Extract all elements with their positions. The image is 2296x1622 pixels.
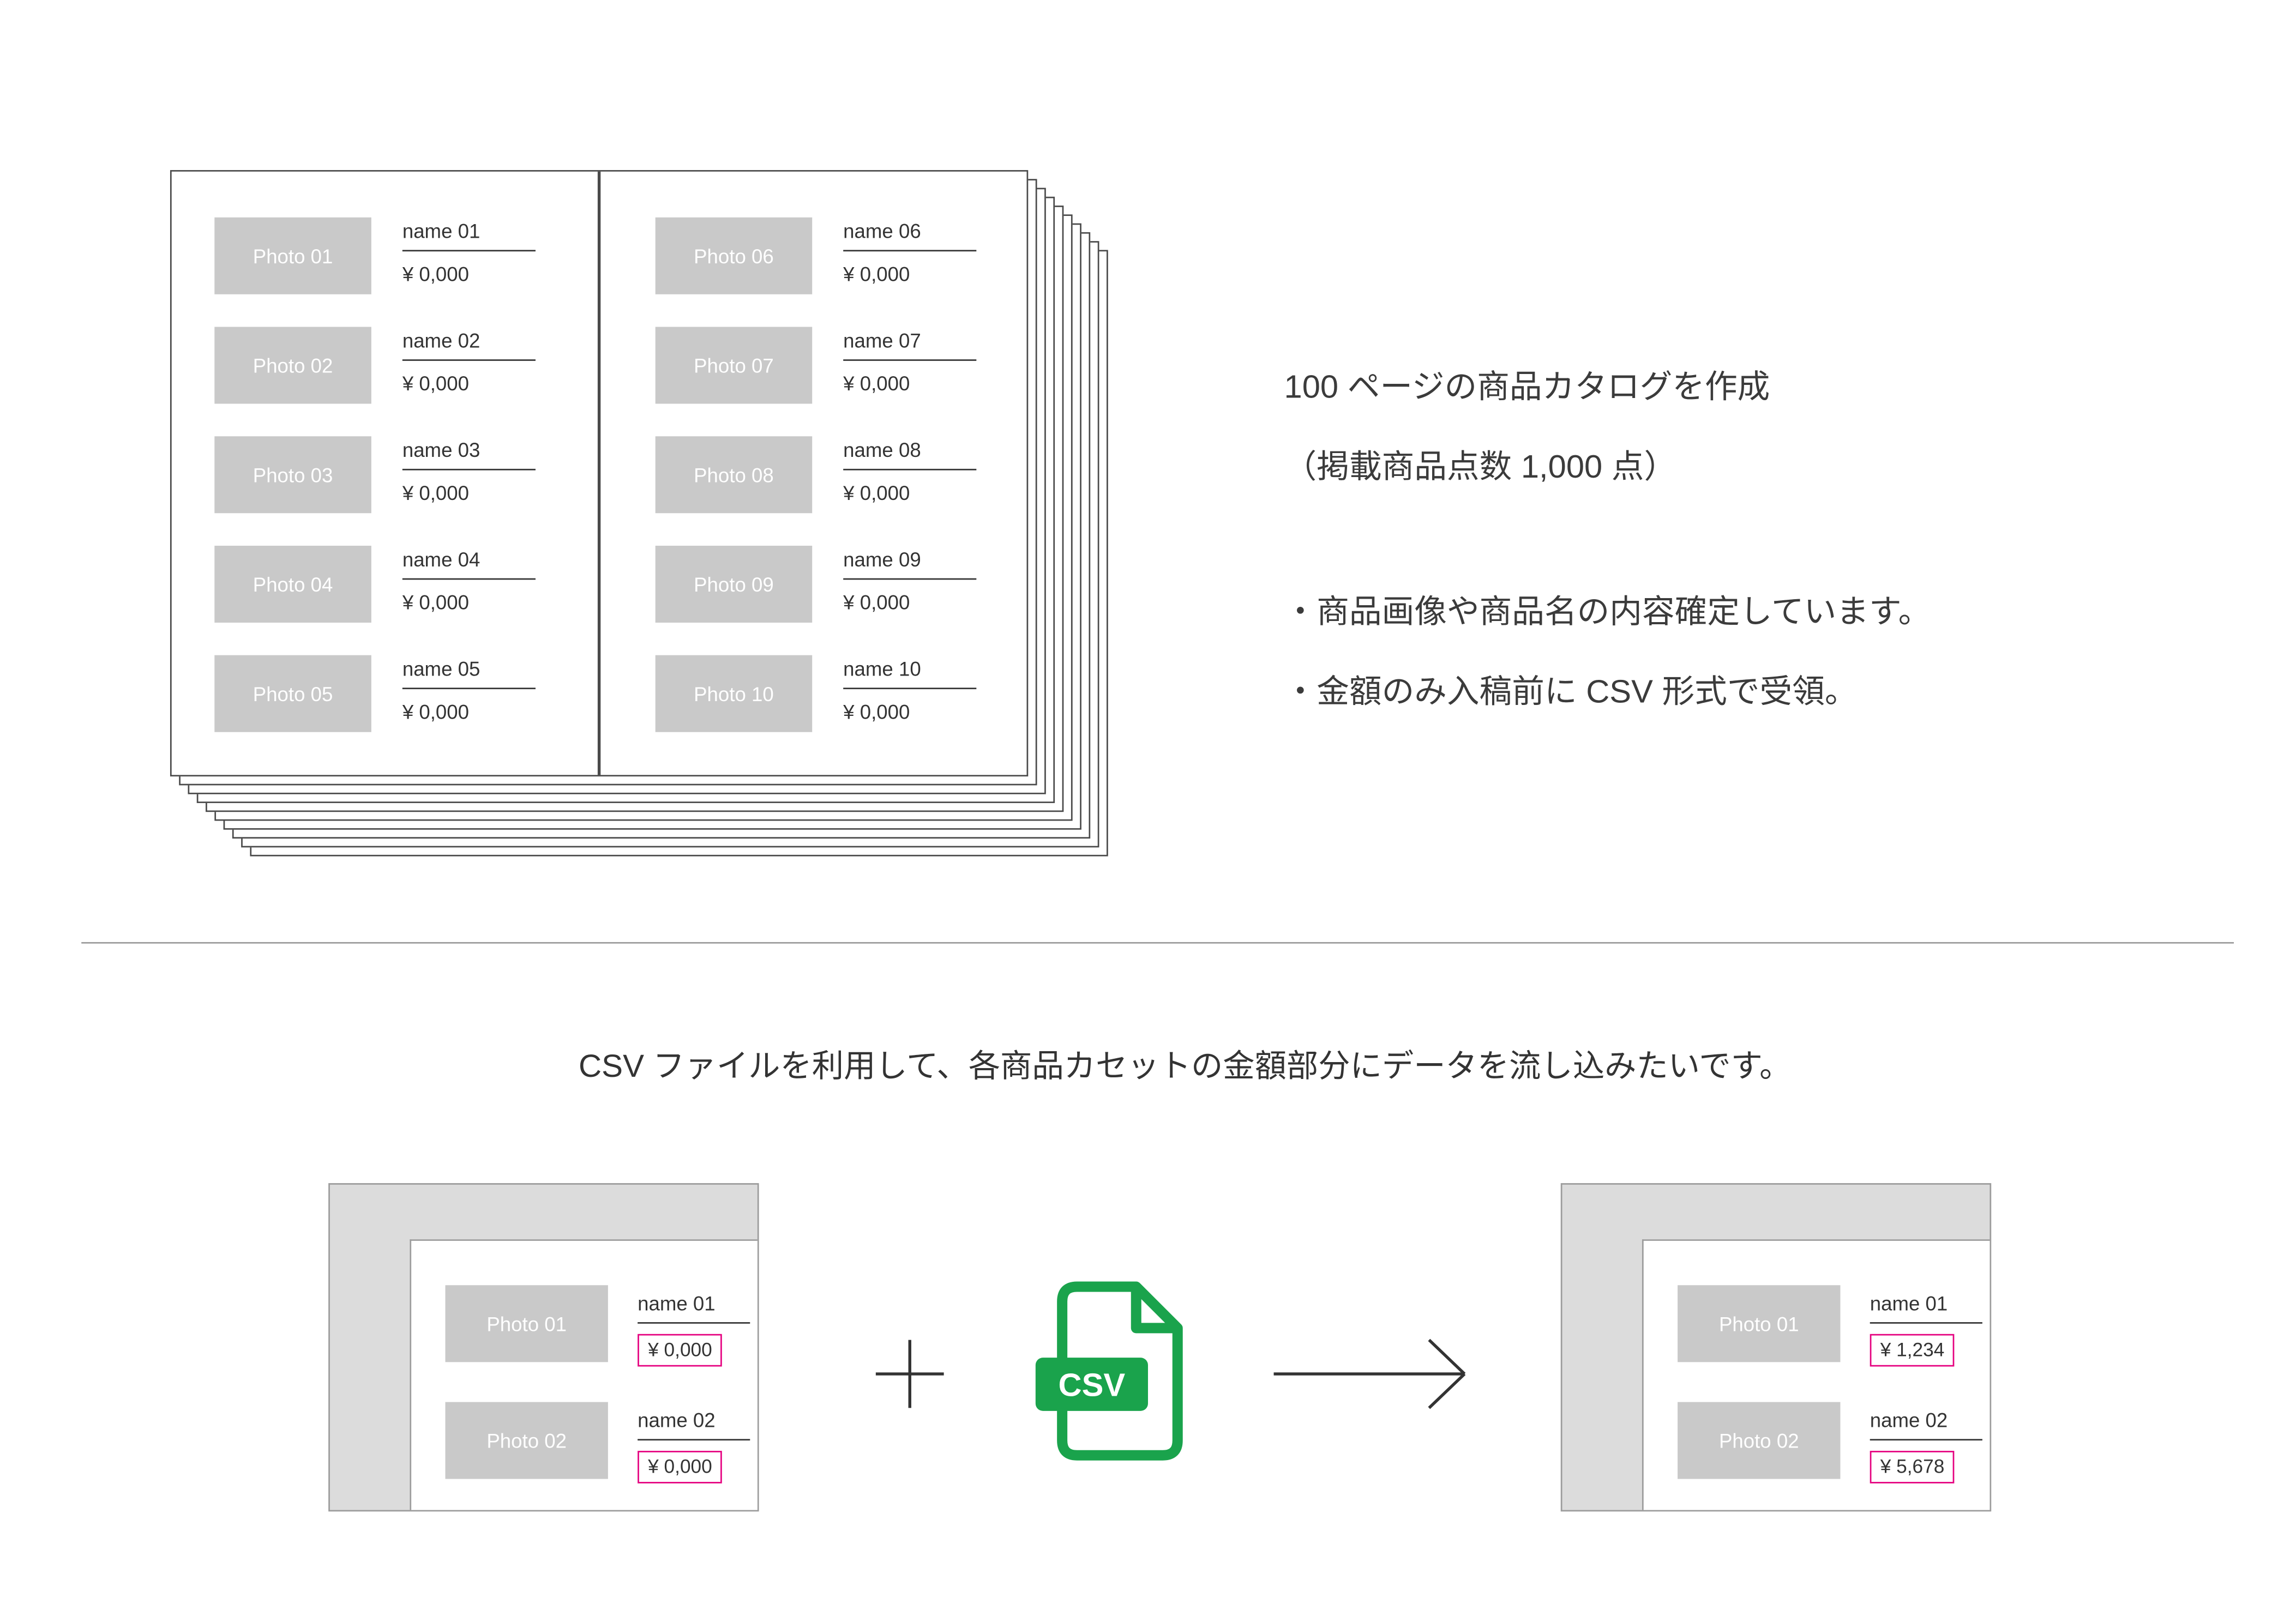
after-card: Photo 01 name 01 ¥ 1,234 Photo 02 name 0… [1560, 1183, 1992, 1512]
product-name: name 04 [402, 548, 536, 580]
photo-placeholder: Photo 02 [445, 1402, 608, 1479]
photo-placeholder: Photo 10 [655, 655, 813, 732]
product-entry: Photo 06 name 06 ¥ 0,000 [655, 217, 977, 294]
before-card: Photo 01 name 01 ¥ 0,000 Photo 02 name 0… [328, 1183, 759, 1512]
product-price: ¥ 0,000 [843, 263, 910, 286]
product-entry: Photo 07 name 07 ¥ 0,000 [655, 327, 977, 404]
photo-placeholder: Photo 09 [655, 545, 813, 623]
photo-placeholder: Photo 02 [214, 327, 371, 404]
product-name: name 01 [1870, 1293, 1982, 1324]
photo-placeholder: Photo 01 [1678, 1285, 1841, 1362]
catalog-front-page: Photo 01 name 01 ¥ 0,000 Photo 02 name 0… [170, 170, 1029, 777]
catalog-left-column: Photo 01 name 01 ¥ 0,000 Photo 02 name 0… [214, 217, 536, 732]
note-title: 100 ページの商品カタログを作成 [1284, 368, 1770, 406]
product-name: name 02 [638, 1409, 750, 1441]
product-name: name 05 [402, 658, 536, 690]
product-info: name 08 ¥ 0,000 [843, 436, 977, 504]
arrow-right-icon [1269, 1330, 1476, 1426]
product-entry: Photo 03 name 03 ¥ 0,000 [214, 436, 536, 514]
product-info: name 03 ¥ 0,000 [402, 436, 536, 504]
product-price-highlighted: ¥ 0,000 [638, 1451, 723, 1484]
product-entry: Photo 10 name 10 ¥ 0,000 [655, 655, 977, 732]
card-content: Photo 01 name 01 ¥ 0,000 Photo 02 name 0… [410, 1239, 758, 1510]
note-subtitle: （掲載商品点数 1,000 点） [1284, 448, 1677, 485]
photo-placeholder: Photo 08 [655, 436, 813, 514]
section-divider [81, 942, 2234, 944]
plus-icon [875, 1340, 944, 1408]
product-info: name 02 ¥ 0,000 [638, 1402, 750, 1484]
product-info: name 10 ¥ 0,000 [843, 655, 977, 723]
product-price: ¥ 0,000 [843, 592, 910, 614]
product-info: name 01 ¥ 0,000 [402, 218, 536, 286]
product-price: ¥ 0,000 [843, 482, 910, 504]
product-entry: Photo 08 name 08 ¥ 0,000 [655, 436, 977, 514]
product-name: name 09 [843, 548, 977, 580]
product-name: name 08 [843, 439, 977, 471]
note-bullet: ・金額のみ入稿前に CSV 形式で受領。 [1284, 673, 1858, 710]
product-info: name 09 ¥ 0,000 [843, 546, 977, 614]
product-name: name 02 [1870, 1409, 1982, 1441]
product-name: name 06 [843, 220, 977, 252]
photo-placeholder: Photo 05 [214, 655, 371, 732]
product-info: name 01 ¥ 1,234 [1870, 1285, 1982, 1367]
product-info: name 04 ¥ 0,000 [402, 546, 536, 614]
product-info: name 02 ¥ 0,000 [402, 327, 536, 395]
catalog-right-column: Photo 06 name 06 ¥ 0,000 Photo 07 name 0… [655, 217, 977, 732]
product-entry: Photo 04 name 04 ¥ 0,000 [214, 545, 536, 623]
product-info: name 06 ¥ 0,000 [843, 218, 977, 286]
product-entry: Photo 09 name 09 ¥ 0,000 [655, 545, 977, 623]
product-price: ¥ 0,000 [402, 482, 470, 504]
product-entry: Photo 05 name 05 ¥ 0,000 [214, 655, 536, 732]
product-info: name 05 ¥ 0,000 [402, 655, 536, 723]
product-name: name 02 [402, 330, 536, 361]
product-info: name 01 ¥ 0,000 [638, 1285, 750, 1367]
product-price: ¥ 0,000 [402, 701, 470, 723]
product-price-highlighted: ¥ 5,678 [1870, 1451, 1955, 1484]
photo-placeholder: Photo 03 [214, 436, 371, 514]
note-bullet: ・商品画像や商品名の内容確定しています。 [1284, 593, 1931, 630]
product-price: ¥ 0,000 [402, 592, 470, 614]
product-price: ¥ 0,000 [402, 372, 470, 395]
product-price-highlighted: ¥ 0,000 [638, 1334, 723, 1367]
product-name: name 01 [402, 220, 536, 252]
product-name: name 10 [843, 658, 977, 690]
product-price: ¥ 0,000 [402, 263, 470, 286]
product-price: ¥ 0,000 [843, 701, 910, 723]
product-name: name 01 [638, 1293, 750, 1324]
photo-placeholder: Photo 06 [655, 217, 813, 294]
photo-placeholder: Photo 01 [445, 1285, 608, 1362]
product-entry: Photo 01 name 01 ¥ 0,000 [214, 217, 536, 294]
product-entry: Photo 01 name 01 ¥ 1,234 [1678, 1285, 1982, 1367]
product-entry: Photo 02 name 02 ¥ 0,000 [445, 1402, 750, 1484]
product-info: name 07 ¥ 0,000 [843, 327, 977, 395]
product-price: ¥ 0,000 [843, 372, 910, 395]
photo-placeholder: Photo 02 [1678, 1402, 1841, 1479]
product-entry: Photo 02 name 02 ¥ 0,000 [214, 327, 536, 404]
page-column-divider [597, 171, 600, 775]
card-content: Photo 01 name 01 ¥ 1,234 Photo 02 name 0… [1642, 1239, 1990, 1510]
csv-file-icon: CSV [1027, 1275, 1205, 1478]
instruction-text: CSV ファイルを利用して、各商品カセットの金額部分にデータを流し込みたいです。 [579, 1048, 1792, 1084]
csv-icon-label: CSV [1059, 1367, 1126, 1403]
product-entry: Photo 01 name 01 ¥ 0,000 [445, 1285, 750, 1367]
product-price-highlighted: ¥ 1,234 [1870, 1334, 1955, 1367]
photo-placeholder: Photo 07 [655, 327, 813, 404]
photo-placeholder: Photo 04 [214, 545, 371, 623]
product-info: name 02 ¥ 5,678 [1870, 1402, 1982, 1484]
product-name: name 03 [402, 439, 536, 471]
product-name: name 07 [843, 330, 977, 361]
product-entry: Photo 02 name 02 ¥ 5,678 [1678, 1402, 1982, 1484]
photo-placeholder: Photo 01 [214, 217, 371, 294]
